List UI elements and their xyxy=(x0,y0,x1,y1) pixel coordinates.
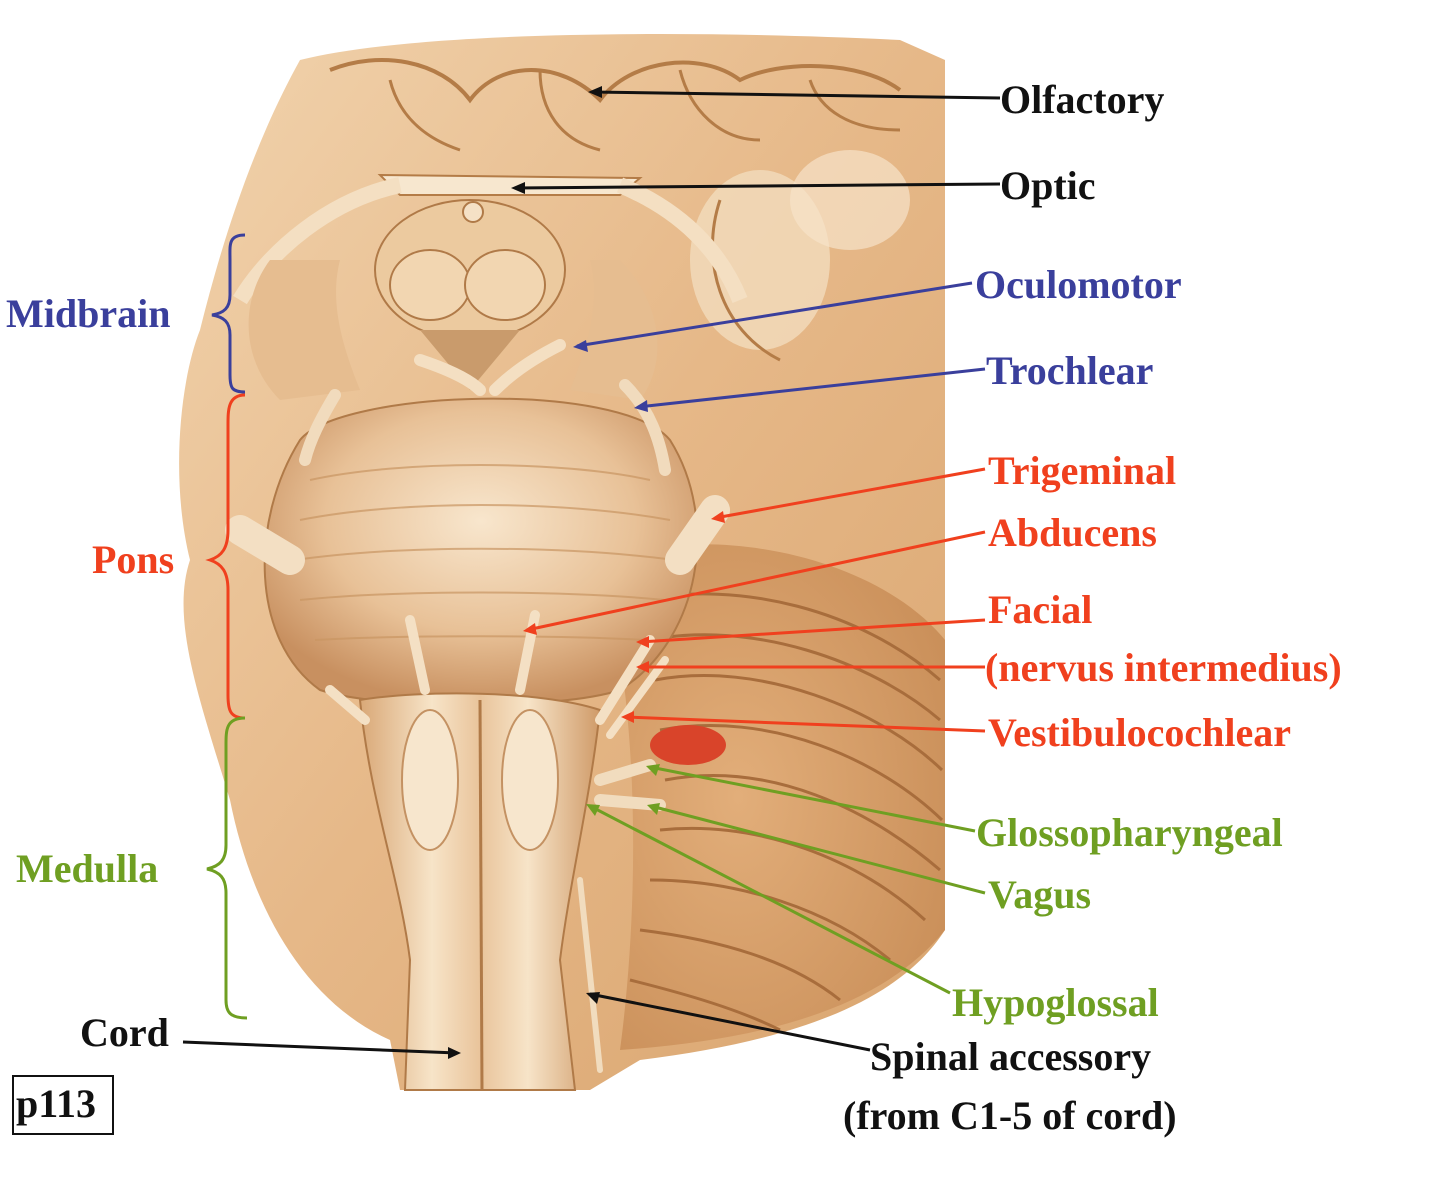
oculomotor-label: Oculomotor xyxy=(975,262,1182,307)
pons-label: Pons xyxy=(92,537,175,582)
cord-label: Cord xyxy=(80,1010,169,1055)
olfactory-leader xyxy=(591,90,1001,100)
glossopharyngeal-label: Glossopharyngeal xyxy=(976,810,1283,855)
page-reference-box: p113 xyxy=(12,1075,114,1135)
glossopharyngeal-leader xyxy=(649,765,976,833)
hypoglossal-leader xyxy=(589,804,951,995)
abducens-leader xyxy=(526,530,986,632)
spinal-accessory-sub-label: (from C1-5 of cord) xyxy=(843,1093,1177,1138)
facial-leader xyxy=(639,618,986,644)
trigeminal-leader xyxy=(714,467,986,520)
medulla-label: Medulla xyxy=(16,846,159,891)
vagus-label: Vagus xyxy=(988,872,1092,917)
optic-chiasm xyxy=(377,173,643,196)
region-braces xyxy=(205,233,248,1020)
midbrain-brace xyxy=(211,233,246,394)
cerebellum xyxy=(600,544,945,1050)
pons-brace xyxy=(205,393,246,720)
nerve-roots xyxy=(225,339,730,1073)
spinal-accessory-label: Spinal accessory xyxy=(870,1034,1152,1079)
trigeminal-label: Trigeminal xyxy=(988,448,1177,493)
vestibulocochlear-label: Vestibulocochlear xyxy=(988,710,1291,755)
midbrain-structure xyxy=(248,199,658,400)
oculomotor-leader xyxy=(576,281,973,348)
nervus-intermedius-label: (nervus intermedius) xyxy=(985,645,1342,690)
vestibulocochlear-leader xyxy=(624,715,986,733)
midbrain-label: Midbrain xyxy=(6,291,171,336)
optic-label: Optic xyxy=(1000,163,1096,208)
leader-lines xyxy=(182,90,1001,1055)
olfactory-label: Olfactory xyxy=(1000,77,1165,122)
optic-leader xyxy=(514,182,1001,190)
cord-leader xyxy=(182,1040,458,1055)
vagus-leader xyxy=(650,804,986,895)
facial-label: Facial xyxy=(988,587,1093,632)
spinal-accessory-leader xyxy=(589,992,871,1052)
hypoglossal-label: Hypoglossal xyxy=(952,980,1159,1025)
abducens-label: Abducens xyxy=(988,510,1157,555)
arrowheads xyxy=(448,86,725,1059)
cortex-folds xyxy=(329,58,910,362)
medulla-brace xyxy=(206,716,248,1020)
choroid-plexus xyxy=(650,725,726,765)
trochlear-label: Trochlear xyxy=(986,348,1154,393)
trochlear-leader xyxy=(637,367,986,409)
page-reference: p113 xyxy=(16,1081,97,1126)
